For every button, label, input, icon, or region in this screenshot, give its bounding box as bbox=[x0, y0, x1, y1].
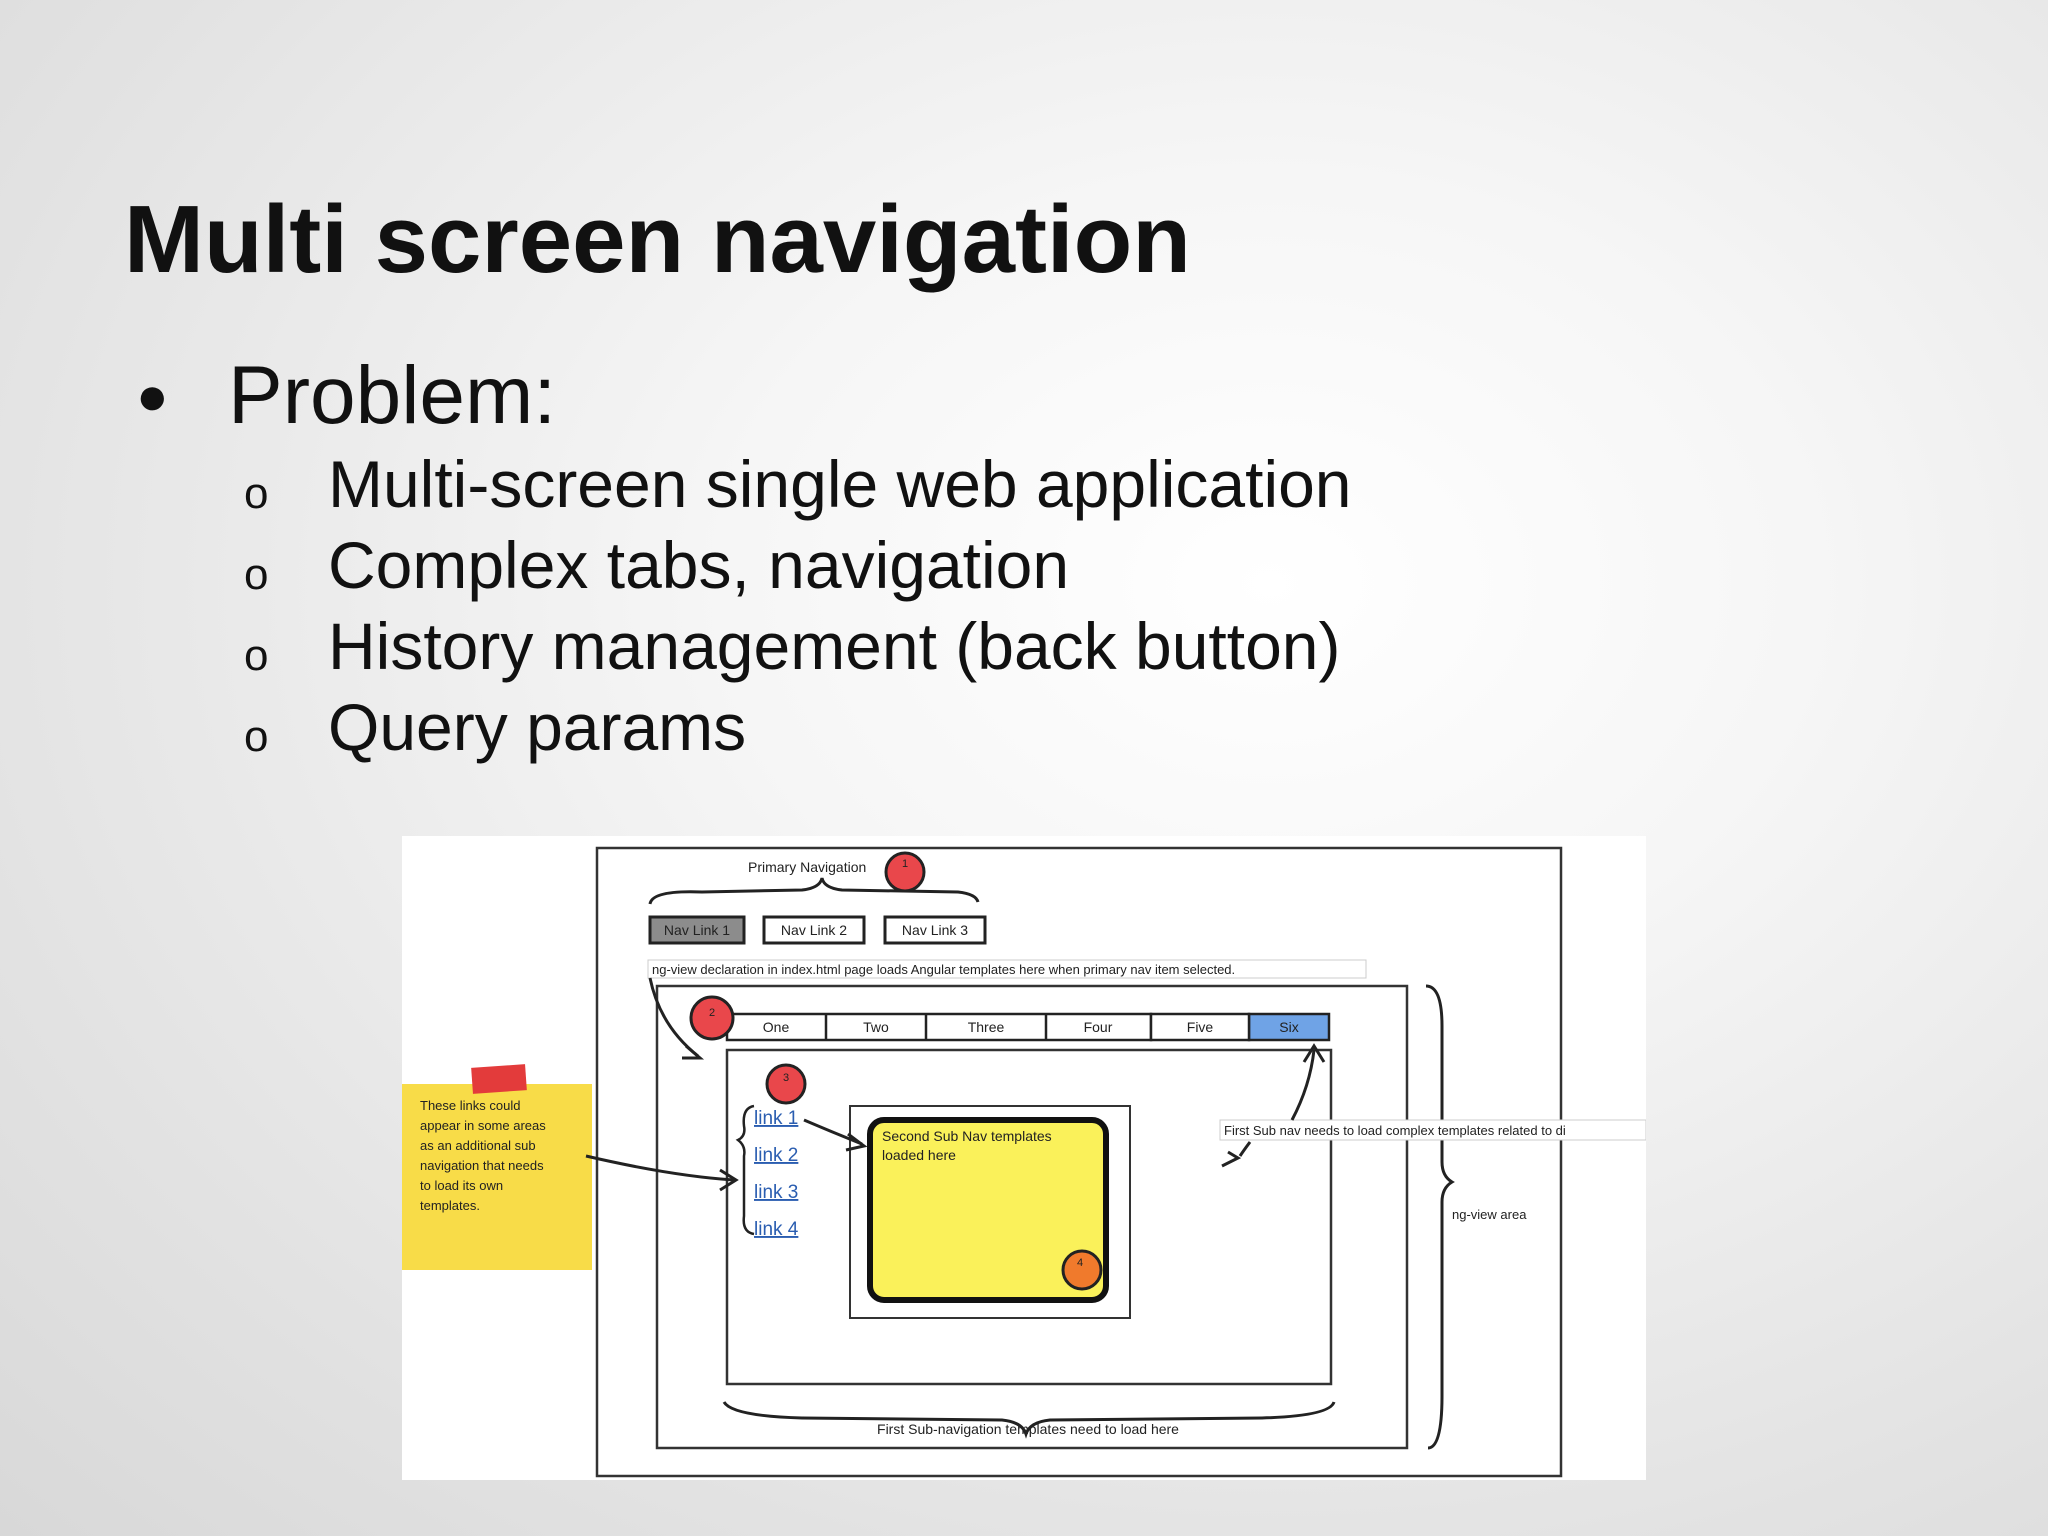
sub-marker: o bbox=[244, 631, 269, 680]
browser-frame bbox=[595, 846, 1563, 1478]
nav-link-1-label: Nav Link 1 bbox=[664, 922, 730, 938]
wireframe-mockup: These links could appear in some areas a… bbox=[402, 836, 1646, 1480]
tab-label[interactable]: Six bbox=[1279, 1019, 1298, 1035]
sub-marker: o bbox=[244, 550, 269, 599]
sticky-note bbox=[402, 1084, 592, 1270]
sub-item-text: Multi-screen single web application bbox=[328, 447, 1352, 521]
badge-number: 4 bbox=[1077, 1257, 1083, 1269]
tab-six[interactable] bbox=[1247, 1012, 1331, 1042]
sub-link[interactable]: link 3 bbox=[754, 1182, 798, 1203]
links-brace bbox=[735, 1104, 755, 1236]
badge bbox=[689, 995, 735, 1041]
badge bbox=[765, 1063, 807, 1105]
nav-link-1[interactable] bbox=[648, 915, 746, 945]
bottom-brace bbox=[722, 1401, 1336, 1439]
bullet-marker: ● bbox=[136, 366, 169, 426]
sub-link[interactable]: link 1 bbox=[754, 1108, 798, 1129]
tab-label[interactable]: One bbox=[763, 1019, 790, 1035]
badge-number: 1 bbox=[902, 858, 908, 870]
sticky-note-line: templates. bbox=[420, 1198, 480, 1213]
nav-link-2[interactable] bbox=[762, 915, 866, 945]
sub-link[interactable]: link 2 bbox=[754, 1145, 798, 1166]
tab-label[interactable]: Three bbox=[968, 1019, 1005, 1035]
second-subnav-note-line: loaded here bbox=[882, 1147, 956, 1163]
sticky-note-line: appear in some areas bbox=[420, 1118, 546, 1133]
tab-label[interactable]: Two bbox=[863, 1019, 889, 1035]
first-subnav-note: First Sub nav needs to load complex temp… bbox=[1224, 1123, 1566, 1138]
ng-view-brace bbox=[1425, 984, 1455, 1450]
nav-link-3[interactable] bbox=[883, 915, 987, 945]
sub-item-text: Complex tabs, navigation bbox=[328, 528, 1070, 602]
first-subnav-area bbox=[725, 1048, 1333, 1386]
tab-five[interactable] bbox=[1149, 1012, 1251, 1042]
tab-label[interactable]: Four bbox=[1084, 1019, 1113, 1035]
sub-marker: o bbox=[244, 469, 269, 518]
arrow bbox=[1290, 1049, 1316, 1121]
badge-number: 2 bbox=[709, 1007, 715, 1019]
arrow bbox=[585, 1154, 735, 1182]
sub-item-text: History management (back button) bbox=[328, 609, 1341, 683]
sticky-note-line: navigation that needs bbox=[420, 1158, 544, 1173]
second-subnav-note-line: Second Sub Nav templates bbox=[882, 1128, 1052, 1144]
bullet-text: Problem: bbox=[228, 350, 557, 441]
sticky-note-line: These links could bbox=[420, 1098, 520, 1113]
badge-number: 3 bbox=[783, 1072, 789, 1084]
primary-nav-brace bbox=[648, 877, 980, 905]
sticky-note-line: to load its own bbox=[420, 1178, 503, 1193]
nav-link-3-label: Nav Link 3 bbox=[902, 922, 968, 938]
slide-title: Multi screen navigation bbox=[124, 186, 1191, 293]
first-subnav-note-box bbox=[1219, 1119, 1646, 1141]
second-subnav-area bbox=[867, 1117, 1109, 1303]
nav-link-2-label: Nav Link 2 bbox=[781, 922, 847, 938]
arrow bbox=[1238, 1141, 1252, 1157]
ng-view-area-label: ng-view area bbox=[1452, 1207, 1527, 1222]
sub-item-text: Query params bbox=[328, 690, 747, 764]
primary-nav-label: Primary Navigation bbox=[748, 859, 866, 875]
sub-marker: o bbox=[244, 712, 269, 761]
sub-link[interactable]: link 4 bbox=[754, 1219, 799, 1240]
ng-view-area bbox=[655, 984, 1409, 1450]
sticky-note-tape bbox=[471, 1064, 527, 1094]
sticky-note-line: as an additional sub bbox=[420, 1138, 536, 1153]
ng-view-note: ng-view declaration in index.html page l… bbox=[652, 962, 1235, 977]
arrow bbox=[803, 1118, 863, 1146]
wireframe-drawing: These links could appear in some areas a… bbox=[402, 846, 1646, 1478]
badge bbox=[1061, 1249, 1103, 1291]
tab-label[interactable]: Five bbox=[1187, 1019, 1214, 1035]
ng-view-note-box bbox=[647, 959, 1367, 979]
second-subnav-frame bbox=[849, 1105, 1131, 1319]
bottom-note: First Sub-navigation templates need to l… bbox=[877, 1421, 1179, 1437]
